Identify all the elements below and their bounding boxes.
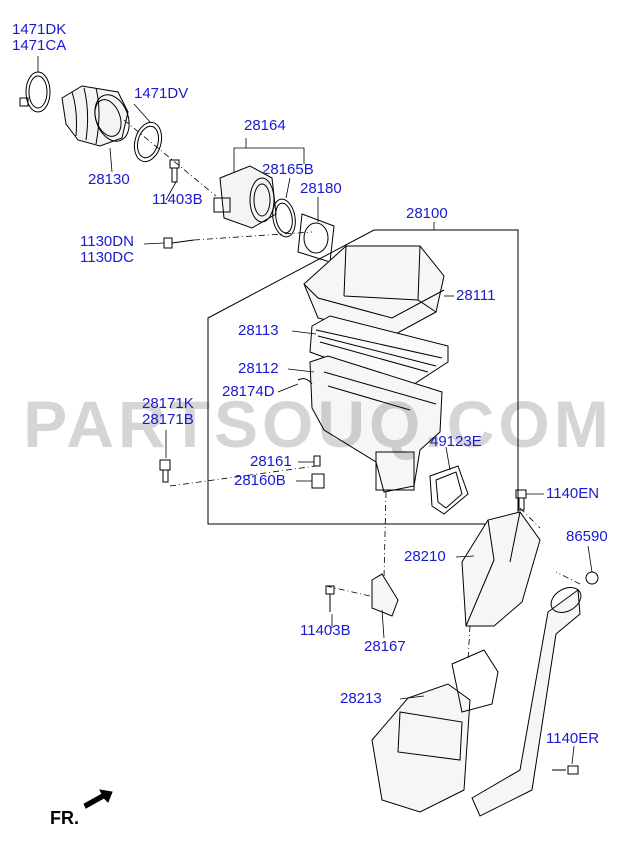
label-28113[interactable]: 28113 [238, 322, 279, 339]
label-28160b[interactable]: 28160B [234, 472, 286, 489]
label-28100[interactable]: 28100 [406, 205, 448, 222]
label-28161[interactable]: 28161 [250, 453, 292, 470]
air-duct-28210 [461, 511, 541, 627]
label-28174d[interactable]: 28174D [222, 383, 275, 400]
label-28130[interactable]: 28130 [88, 171, 130, 188]
label-86590[interactable]: 86590 [566, 528, 608, 545]
clamp-1471dk [25, 71, 51, 113]
label-28167[interactable]: 28167 [364, 638, 406, 655]
label-28112[interactable]: 28112 [238, 360, 279, 377]
air-cleaner-cover-28111 [303, 245, 445, 337]
bolt-11403b-bottom [325, 585, 335, 612]
label-28165b[interactable]: 28165B [262, 161, 314, 178]
label-1471ca[interactable]: 1471CA [12, 37, 67, 54]
label-1140en[interactable]: 1140EN [546, 485, 600, 502]
front-arrow-icon [83, 789, 113, 809]
front-direction-label: FR. [50, 808, 79, 828]
label-11403b-bottom[interactable]: 11403B [300, 622, 351, 639]
bolt-28171k [159, 459, 171, 483]
label-11403b-top[interactable]: 11403B [152, 191, 203, 208]
grommet-28160b [311, 473, 325, 489]
bracket-28167 [371, 573, 399, 617]
flange-28180 [297, 213, 335, 263]
label-28171b[interactable]: 28171B [142, 411, 194, 428]
maf-sensor-28164 [213, 165, 277, 229]
filter-element-28113 [309, 315, 449, 389]
air-cleaner-body-28112 [309, 355, 443, 493]
label-28210[interactable]: 28210 [404, 548, 446, 565]
bolt-1130dn [163, 237, 195, 249]
gasket-28165b [272, 198, 296, 238]
label-1140er[interactable]: 1140ER [546, 730, 600, 747]
grommet-28161 [313, 455, 321, 467]
label-1130dc[interactable]: 1130DC [80, 249, 134, 266]
gasket-49123e [429, 465, 469, 515]
hose-clip-28174d [297, 378, 313, 385]
label-28111[interactable]: 28111 [456, 287, 496, 304]
label-28213[interactable]: 28213 [340, 690, 382, 707]
label-1130dn[interactable]: 1130DN [80, 233, 134, 250]
bolt-11403b-top [169, 159, 180, 183]
intake-hose-28130 [61, 85, 130, 147]
label-1471dv[interactable]: 1471DV [134, 85, 189, 102]
label-28180[interactable]: 28180 [300, 180, 342, 197]
nut-86590 [585, 571, 599, 585]
label-1471dk[interactable]: 1471DK [12, 21, 67, 38]
label-28164[interactable]: 28164 [244, 117, 286, 134]
clamp-1471dv [133, 121, 163, 163]
label-28171k[interactable]: 28171K [142, 395, 194, 412]
label-49123e[interactable]: 49123E [430, 433, 482, 450]
resonator-28213 [371, 587, 582, 817]
bolt-1140er [552, 765, 579, 775]
